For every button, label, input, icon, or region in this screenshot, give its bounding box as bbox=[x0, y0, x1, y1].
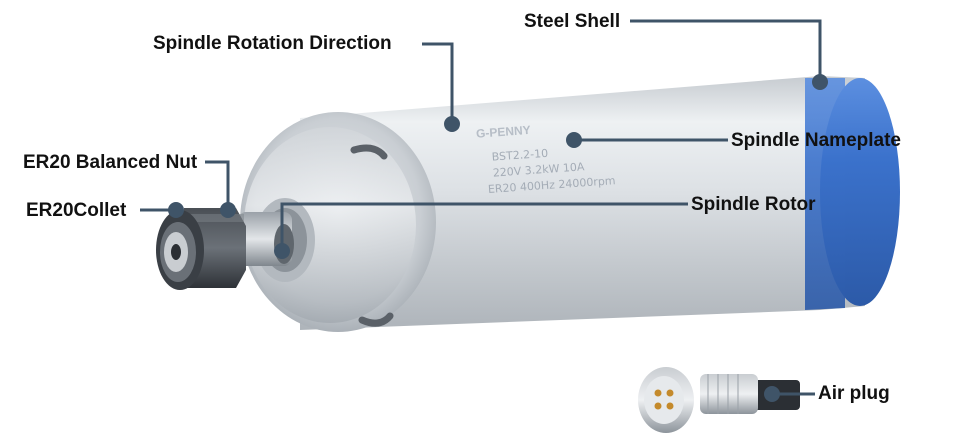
callout-rotor bbox=[280, 202, 688, 251]
label-rotation-direction: Spindle Rotation Direction bbox=[153, 33, 392, 54]
dot-collet bbox=[168, 202, 184, 218]
label-rotor: Spindle Rotor bbox=[691, 194, 816, 215]
label-nameplate: Spindle Nameplate bbox=[731, 130, 901, 151]
callout-dots bbox=[168, 74, 828, 402]
callout-steel-shell bbox=[630, 19, 822, 82]
nameplate-brand: G-PENNY bbox=[476, 123, 532, 141]
dot-balanced-nut bbox=[220, 202, 236, 218]
callout-lines bbox=[140, 19, 822, 396]
callout-balanced-nut bbox=[205, 160, 230, 210]
label-balanced-nut: ER20 Balanced Nut bbox=[23, 152, 198, 173]
dot-rotation-direction bbox=[444, 116, 460, 132]
air-plug bbox=[638, 367, 800, 433]
callout-rotation-direction bbox=[422, 42, 454, 124]
dot-rotor bbox=[274, 243, 290, 259]
nameplate-rating: 220V 3.2kW 10A bbox=[492, 160, 585, 179]
label-collet: ER20Collet bbox=[26, 200, 127, 221]
wrench-slot-bottom bbox=[358, 312, 394, 327]
dot-steel-shell bbox=[812, 74, 828, 90]
nameplate-model: BST2.2-10 bbox=[491, 147, 548, 164]
dot-nameplate bbox=[566, 132, 582, 148]
wrench-slot-top bbox=[350, 144, 388, 160]
label-air-plug: Air plug bbox=[818, 383, 890, 404]
dot-air-plug bbox=[764, 386, 780, 402]
er20-collet bbox=[156, 210, 204, 290]
label-steel-shell: Steel Shell bbox=[524, 11, 621, 32]
